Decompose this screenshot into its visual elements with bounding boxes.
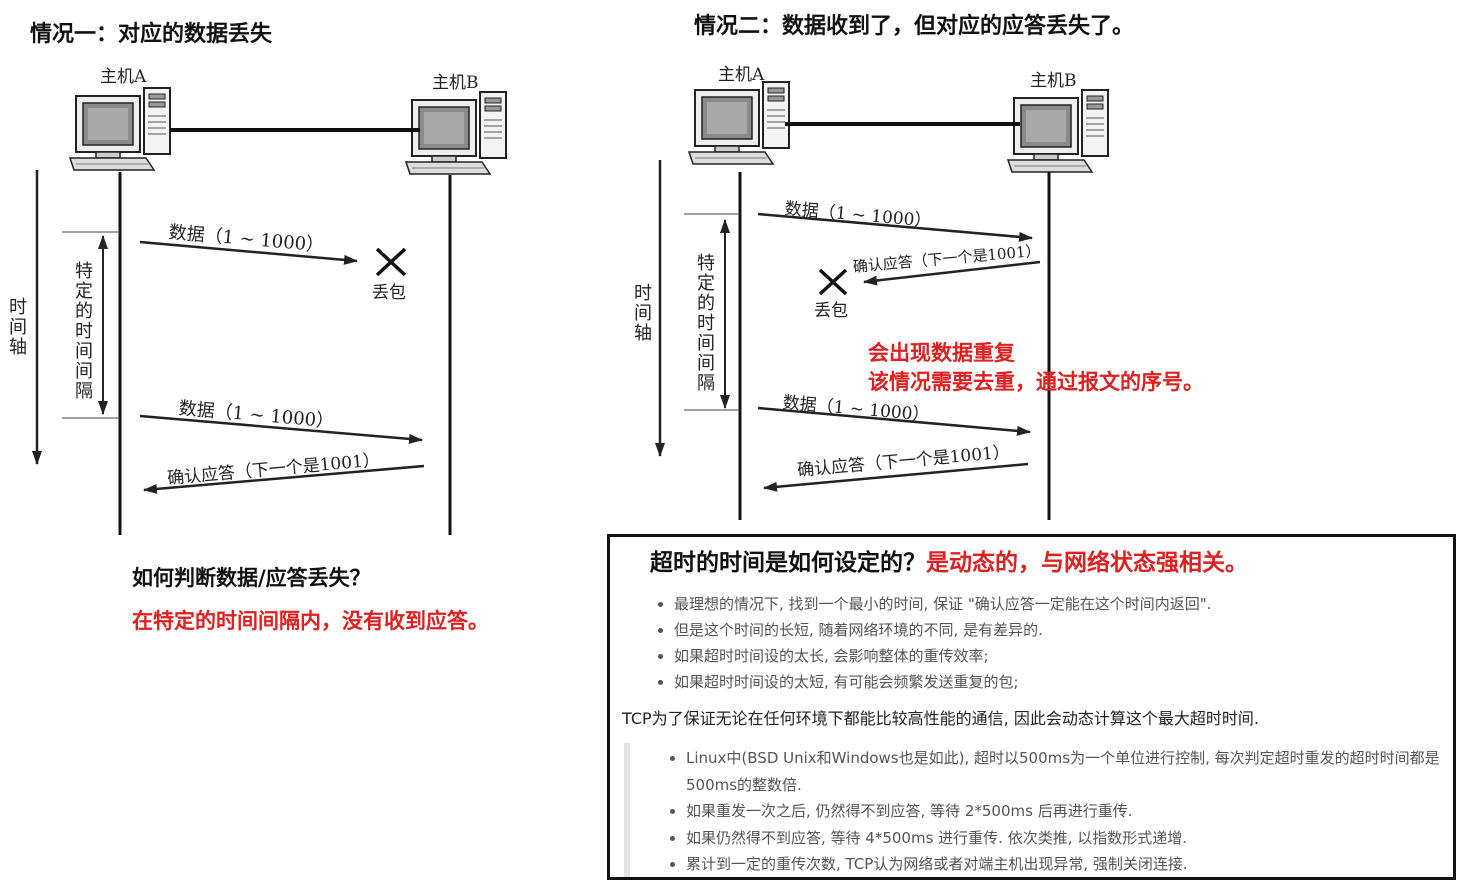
case1-host-b-label: 主机B — [432, 68, 479, 93]
case2-lost-label: 丢包 — [814, 296, 848, 321]
case1-lost-x-icon — [377, 249, 405, 275]
list-item: 最理想的情况下, 找到一个最小的时间, 保证 "确认应答一定能在这个时间内返回"… — [674, 591, 1211, 617]
list-item: 但是这个时间的长短, 随着网络环境的不同, 是有差异的. — [674, 617, 1211, 643]
case1-lost-label: 丢包 — [372, 278, 406, 303]
timeout-title: 超时的时间是如何设定的？是动态的，与网络状态强相关。 — [650, 543, 1248, 577]
list-item: 如果仍然得不到应答, 等待 4*500ms 进行重传. 依次类推, 以指数形式递… — [686, 825, 1456, 852]
case2-time-axis-label: 时间轴 — [632, 284, 654, 344]
timeout-bullets-2: Linux中(BSD Unix和Windows也是如此), 超时以500ms为一… — [664, 745, 1456, 878]
case1-time-axis-label: 时间轴 — [7, 298, 29, 358]
case2-note-line-2: 该情况需要去重，通过报文的序号。 — [868, 367, 1204, 397]
timeout-bullets-1: 最理想的情况下, 找到一个最小的时间, 保证 "确认应答一定能在这个时间内返回"… — [652, 591, 1211, 695]
case2-lost-x-icon — [820, 270, 846, 294]
list-item: Linux中(BSD Unix和Windows也是如此), 超时以500ms为一… — [686, 745, 1456, 798]
case2-host-b-label: 主机B — [1030, 66, 1077, 91]
timeout-explanation-box: 超时的时间是如何设定的？是动态的，与网络状态强相关。 最理想的情况下, 找到一个… — [607, 534, 1456, 880]
case1-answer: 在特定的时间间隔内，没有收到应答。 — [132, 605, 489, 635]
case1-host-a-computer-icon — [70, 88, 170, 170]
blockquote-bar — [624, 743, 630, 877]
case1-host-b-computer-icon — [406, 92, 506, 174]
timeout-title-question: 超时的时间是如何设定的？ — [650, 550, 926, 576]
timeout-title-answer: 是动态的，与网络状态强相关。 — [926, 550, 1248, 576]
list-item: 如果超时时间设的太长, 会影响整体的重传效率; — [674, 643, 1211, 669]
list-item: 累计到一定的重传次数, TCP认为网络或者对端主机出现异常, 强制关闭连接. — [686, 851, 1456, 878]
case1-question: 如何判断数据/应答丢失？ — [132, 562, 371, 592]
timeout-summary: TCP为了保证无论在任何环境下都能比较高性能的通信, 因此会动态计算这个最大超时… — [622, 705, 1259, 729]
case1-interval-label: 特定的时间间隔 — [73, 262, 95, 402]
case2-title: 情况二：数据收到了，但对应的应答丢失了。 — [694, 8, 1134, 40]
case2-host-a-label: 主机A — [718, 60, 764, 85]
case2-host-a-computer-icon — [689, 82, 789, 164]
case1-host-a-label: 主机A — [100, 62, 146, 87]
case1-title: 情况一：对应的数据丢失 — [30, 16, 272, 48]
list-item: 如果重发一次之后, 仍然得不到应答, 等待 2*500ms 后再进行重传. — [686, 798, 1456, 825]
list-item: 如果超时时间设的太短, 有可能会频繁发送重复的包; — [674, 669, 1211, 695]
case2-interval-label: 特定的时间间隔 — [695, 254, 717, 394]
case2-host-b-computer-icon — [1008, 90, 1108, 172]
case2-note-line-1: 会出现数据重复 — [868, 338, 1015, 368]
